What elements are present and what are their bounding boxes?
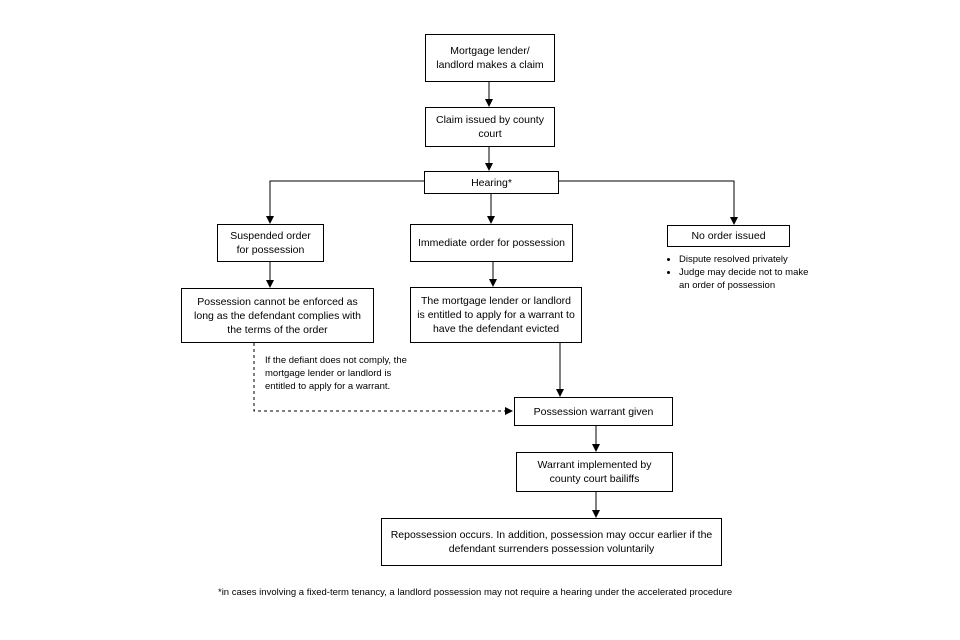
node-cannot-enforce: Possession cannot be enforced as long as… (181, 288, 374, 343)
footnote: *in cases involving a fixed-term tenancy… (218, 587, 733, 598)
node-warrant-given: Possession warrant given (514, 397, 673, 426)
dashed-arrow-to-warrant (253, 343, 513, 415)
node-repossession: Repossession occurs. In addition, posses… (381, 518, 722, 566)
node-claim: Mortgage lender/ landlord makes a claim (425, 34, 555, 82)
node-entitled-to-apply: The mortgage lender or landlord is entit… (410, 287, 582, 343)
node-no-order: No order issued (667, 225, 790, 247)
no-order-reason-item: Dispute resolved privately (679, 253, 819, 266)
node-immediate-order: Immediate order for possession (410, 224, 573, 262)
no-order-reasons: Dispute resolved privately Judge may dec… (665, 253, 819, 292)
no-order-reason-item: Judge may decide not to make an order of… (679, 266, 819, 292)
node-claim-issued: Claim issued by county court (425, 107, 555, 147)
arrow-hearing-to-no-order (559, 180, 738, 225)
node-warrant-implemented: Warrant implemented by county court bail… (516, 452, 673, 492)
node-hearing: Hearing* (424, 171, 559, 194)
dashed-path-note: If the defiant does not comply, the mort… (265, 355, 407, 392)
arrow-hearing-to-suspended (266, 180, 424, 224)
node-suspended-order: Suspended order for possession (217, 224, 324, 262)
